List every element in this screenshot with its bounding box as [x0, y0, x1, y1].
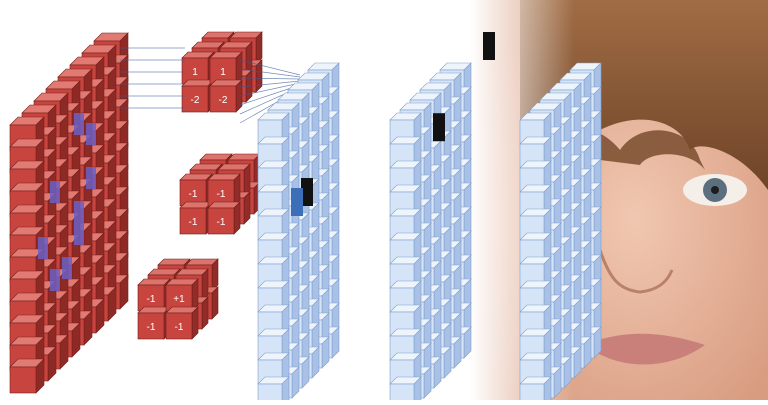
cube-front [9, 366, 37, 394]
cube-side [243, 191, 251, 225]
cube-front [179, 179, 207, 207]
feature-cube [389, 376, 422, 405]
connector-line [239, 82, 301, 97]
cube-front [257, 383, 283, 405]
cube-front [519, 383, 545, 405]
cube-front [181, 57, 209, 85]
activation-cell [483, 32, 495, 60]
kernel-cube [207, 201, 241, 235]
feature-map-3 [519, 62, 602, 405]
kernel-3: -1-1-1+1-1+1+1-1-1-1+1-1 [137, 258, 219, 340]
kernel-weight-label: 1 [192, 67, 198, 78]
cube-side [191, 278, 199, 312]
feature-cube [519, 352, 552, 385]
kernel-cube [181, 79, 215, 113]
feature-map-1 [257, 62, 340, 405]
input-volume [9, 32, 129, 394]
kernel-cube [165, 306, 199, 340]
input-highlight-cell [62, 257, 72, 279]
kernel-cube [179, 173, 213, 207]
cube-front [207, 179, 235, 207]
input-highlight-cell [86, 123, 96, 145]
cube-front [179, 207, 207, 235]
kernel-weight-label: +1 [173, 294, 185, 305]
kernel-weight-label: -1 [175, 322, 184, 333]
connector-line [239, 59, 301, 76]
cube-side [245, 41, 253, 75]
input-highlight-cell [86, 167, 96, 189]
cube-side [211, 258, 219, 292]
activation-cell [301, 178, 313, 206]
feature-cube [257, 208, 290, 241]
activation-cell [291, 188, 303, 216]
feature-cube [519, 376, 552, 405]
kernel-cube [209, 51, 243, 85]
input-highlight-cell [74, 113, 84, 135]
cube-side [201, 268, 209, 302]
kernel-weight-label: -2 [219, 95, 228, 106]
connector-line [239, 80, 301, 88]
input-highlight-cell [50, 181, 60, 203]
input-highlight-cell [38, 237, 48, 259]
input-highlight-cell [74, 223, 84, 245]
cube-side [201, 296, 209, 330]
cube-side [211, 286, 219, 320]
feature-cube [519, 280, 552, 313]
kernel-weight-label: -2 [191, 95, 200, 106]
input-highlight-cell [74, 201, 84, 223]
cube-front [209, 57, 237, 85]
kernel-cube [165, 278, 199, 312]
cube-side [255, 31, 263, 65]
cube-front [165, 312, 193, 340]
cube-side [233, 173, 241, 207]
input-highlight-cell [50, 269, 60, 291]
cube-front [165, 284, 193, 312]
feature-cube [257, 328, 290, 361]
cube-front [181, 85, 209, 113]
kernel-weight-label: 1 [220, 67, 226, 78]
cube-side [235, 51, 243, 85]
input-cube [9, 358, 45, 394]
connector-line [239, 68, 301, 78]
kernel-2: -1-1-1-1-1-1+1-1-1-1-1-1 [179, 153, 261, 235]
cube-front [207, 207, 235, 235]
connector-line [239, 77, 301, 80]
cube-front [389, 383, 415, 405]
photo-fade [470, 0, 768, 400]
cube-side [191, 306, 199, 340]
kernel-weight-label: -1 [147, 294, 156, 305]
kernel-cube [209, 79, 243, 113]
kernel-weight-label: -1 [189, 217, 198, 228]
feature-cube [257, 376, 290, 405]
kernel-cube [137, 278, 171, 312]
kernel-1: -22-21-2-21-21-21-2 [181, 31, 263, 113]
kernel-weight-label: -1 [147, 322, 156, 333]
feature-map-2 [389, 32, 495, 405]
cube-side [233, 201, 241, 235]
face-photo [470, 0, 768, 400]
cube-front [137, 284, 165, 312]
cube-front [137, 312, 165, 340]
kernel-cube [207, 173, 241, 207]
feature-cube [257, 304, 290, 337]
feature-cube [389, 256, 422, 289]
kernel-weight-label: -1 [189, 189, 198, 200]
kernel-weight-label: -1 [217, 217, 226, 228]
activation-cell [433, 113, 445, 142]
kernel-weight-label: -1 [217, 189, 226, 200]
kernel-cube [181, 51, 215, 85]
cube-side [243, 163, 251, 197]
cube-front [209, 85, 237, 113]
